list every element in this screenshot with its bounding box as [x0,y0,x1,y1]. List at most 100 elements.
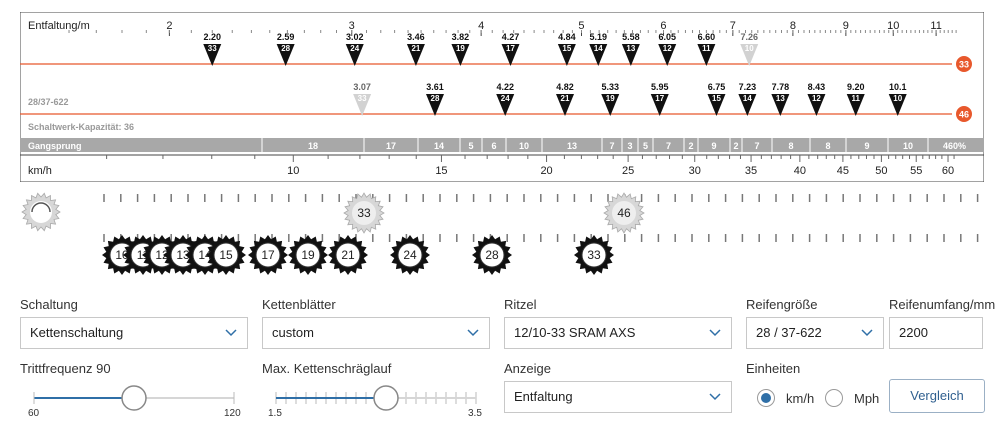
sprocket-hub [255,242,281,268]
kmh-radio[interactable] [757,389,775,407]
gear-value-label: 8.43 [808,82,826,92]
gangsprung-value: 9 [864,141,869,151]
gear-marker [406,44,425,66]
gear-marker-teeth: 24 [501,94,510,103]
gear-marker [846,94,865,116]
gear-marker-teeth: 11 [852,94,861,103]
gangsprung-value: 8 [825,141,830,151]
chainring-icon-hub [30,201,52,223]
slider-handle[interactable] [373,385,399,411]
gear-marker [697,44,716,66]
scale-tick-label: 5 [578,20,584,32]
ritzel-value: 12/10-33 SRAM AXS [514,325,636,340]
gear-visualization: 3346101112131415171921242833 [21,192,979,275]
speed-tick-label: 50 [875,165,887,177]
gear-value-label: 5.19 [590,32,608,42]
gear-marker-teeth: 33 [208,44,217,53]
reifengroesse-select[interactable]: 28 / 37-622 [746,317,884,349]
gear-marker [203,44,222,66]
gear-value-label: 3.07 [353,82,371,92]
ritzel-select[interactable]: 12/10-33 SRAM AXS [504,317,732,349]
gear-value-label: 9.20 [847,82,865,92]
gear-marker-teeth: 17 [655,94,664,103]
schaltung-select[interactable]: Kettenschaltung [20,317,248,349]
gear-marker [707,94,726,116]
schraeglauf-max: 3.5 [468,408,482,419]
sprocket-label: 15 [219,248,233,262]
gear-value-label: 2.59 [277,32,295,42]
gangsprung-band [20,138,984,152]
gear-marker-teeth: 19 [606,94,615,103]
speed-tick-label: 30 [689,165,701,177]
sprocket-hub [213,242,239,268]
reifenumfang-label: Reifenumfang/mm [889,297,996,312]
speed-tick-label: 40 [794,165,806,177]
gangsprung-value: 2 [733,141,738,151]
sprocket-hub [581,242,607,268]
gear-marker-teeth: 13 [626,44,635,53]
schraeglauf-label: Max. Kettenschräglauf [262,361,392,376]
gear-marker [738,94,757,116]
gear-marker-teeth: 21 [561,94,570,103]
reifenumfang-input[interactable]: 2200 [889,317,983,349]
gear-marker-teeth: 21 [411,44,420,53]
gear-value-label: 4.84 [558,32,576,42]
gangsprung-value: 5 [468,141,473,151]
gear-marker [557,44,576,66]
chevron-down-icon [225,329,237,337]
anzeige-value: Entfaltung [514,389,573,404]
gear-marker [501,44,520,66]
gangsprung-value: 3 [627,141,632,151]
gangsprung-value: 7 [666,141,671,151]
sprocket-label: 24 [403,248,417,262]
gear-marker [556,94,575,116]
compare-button[interactable]: Vergleich [889,379,985,413]
anzeige-select[interactable]: Entfaltung [504,381,732,413]
reifengroesse-value: 28 / 37-622 [756,325,822,340]
reifenumfang-value: 2200 [899,325,928,340]
gear-marker-teeth: 28 [281,44,290,53]
gear-marker [650,94,669,116]
gear-value-label: 6.05 [658,32,676,42]
gear-marker [771,94,790,116]
scale-tick-label: 4 [478,20,484,32]
gear-marker [353,94,372,116]
schraeglauf-min: 1.5 [268,408,282,419]
speed-tick-label: 55 [910,165,922,177]
capacity-label: Schaltwerk-Kapazität: 36 [28,122,134,132]
gear-value-label: 6.75 [708,82,726,92]
gear-marker-teeth: 28 [431,94,440,103]
speed-tick-label: 35 [745,165,757,177]
gangsprung-value: 10 [903,141,913,151]
gear-value-label: 4.82 [556,82,574,92]
sprocket-label: 13 [176,248,190,262]
chainring-badge-label: 33 [959,60,969,70]
gear-marker-teeth: 17 [506,44,515,53]
schraeglauf-slider[interactable] [262,376,490,416]
gangsprung-total: 460% [943,141,966,151]
speed-tick-label: 10 [287,165,299,177]
scale-tick-label: 11 [930,20,941,32]
gear-marker [451,44,470,66]
gear-value-label: 7.78 [772,82,790,92]
gear-value-label: 3.61 [426,82,444,92]
gangsprung-label: Gangsprung [28,141,82,151]
chevron-down-icon [709,329,721,337]
mph-radio[interactable] [825,389,843,407]
gear-marker-teeth: 33 [358,94,367,103]
gear-value-label: 5.33 [601,82,619,92]
schaltung-label: Schaltung [20,297,78,312]
scale-tick-label: 3 [349,20,355,32]
gear-marker-teeth: 13 [776,94,785,103]
gear-value-label: 5.95 [651,82,669,92]
trittfrequenz-slider[interactable] [20,376,248,416]
slider-handle[interactable] [121,385,147,411]
gear-marker-teeth: 11 [702,44,711,53]
chainring-gear-label: 46 [617,206,631,220]
sprocket-label: 33 [587,248,601,262]
chainring-gear-label: 33 [357,206,371,220]
tire-label: 28/37-622 [28,97,69,107]
kettenblaetter-select[interactable]: custom [262,317,490,349]
chevron-down-icon [861,329,873,337]
